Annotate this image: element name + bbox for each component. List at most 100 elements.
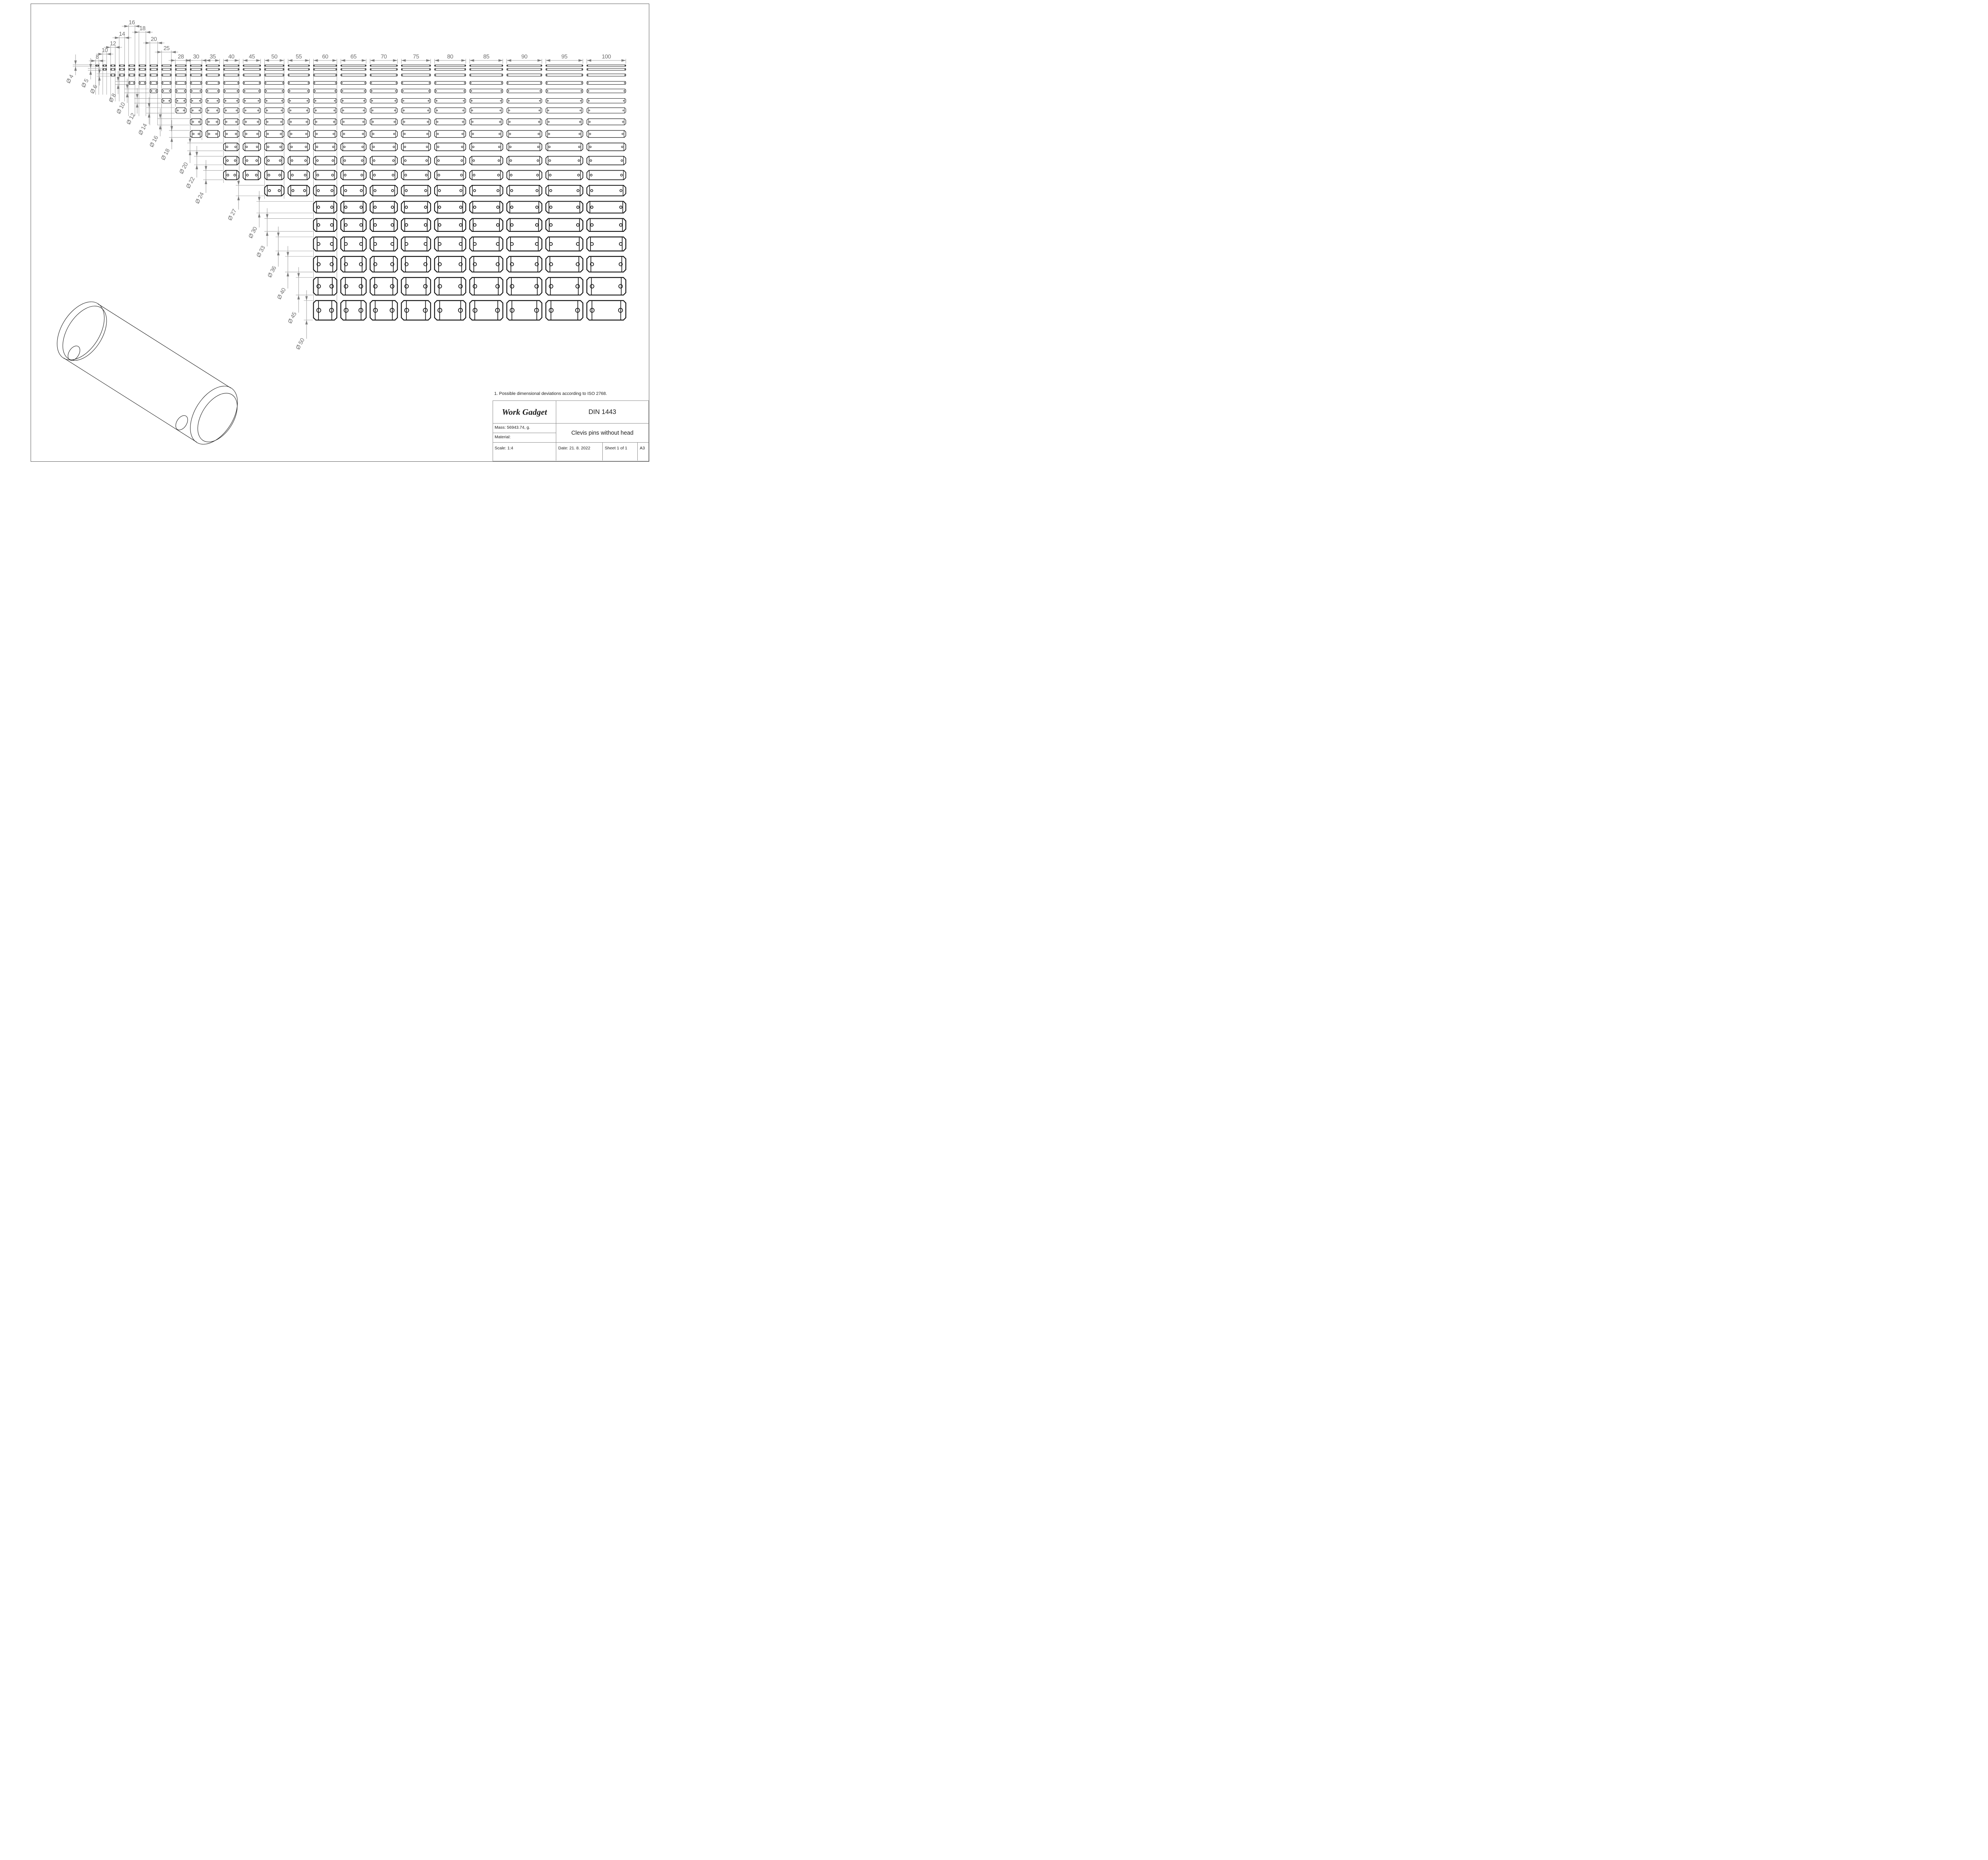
clevis-pin: [469, 130, 503, 138]
split-pin-hole: [192, 100, 193, 101]
clevis-pin: [243, 142, 261, 151]
split-pin-hole: [120, 74, 121, 76]
clevis-pin: [313, 256, 338, 273]
clevis-pin: [546, 89, 583, 93]
dia-dim-label: Ø 33: [255, 245, 266, 258]
split-pin-hole: [535, 206, 539, 209]
split-pin-hole: [151, 82, 152, 84]
split-pin-hole: [144, 74, 146, 76]
split-pin-hole: [459, 223, 463, 227]
split-pin-hole: [267, 159, 270, 162]
iso-split-pin-hole-rear: [68, 346, 80, 361]
split-pin-hole: [508, 82, 509, 84]
dim-arrow: [91, 59, 96, 62]
clevis-pin: [370, 98, 398, 103]
dim-arrow: [145, 41, 150, 45]
iso-front-rim: [190, 386, 238, 445]
split-pin-hole: [177, 100, 179, 101]
split-pin-hole: [224, 69, 225, 70]
dia-dim-label: Ø 20: [178, 161, 189, 175]
clevis-pin: [161, 98, 172, 103]
clevis-pin: [507, 107, 542, 114]
split-pin-hole: [509, 159, 512, 162]
clevis-pin: [243, 81, 261, 85]
split-pin-hole: [404, 174, 407, 177]
split-pin-hole: [423, 284, 428, 289]
split-pin-hole: [176, 69, 177, 70]
split-pin-hole: [225, 100, 227, 101]
clevis-pin: [287, 74, 310, 77]
split-pin-hole: [330, 262, 334, 266]
split-pin-hole: [464, 65, 466, 66]
dim-arrow: [116, 84, 120, 89]
iso-silhouette-bottom: [63, 358, 197, 443]
clevis-pin: [243, 64, 261, 67]
split-pin-hole: [499, 109, 501, 111]
split-pin-hole: [314, 65, 315, 66]
clevis-pin: [369, 185, 398, 196]
split-pin-hole: [619, 242, 623, 246]
clevis-pin: [287, 156, 310, 165]
clevis-pin: [138, 64, 146, 67]
clevis-pin: [434, 89, 466, 93]
clevis-pin: [507, 98, 542, 103]
split-pin-hole: [225, 121, 227, 123]
split-pin-hole: [510, 262, 514, 266]
split-pin-hole: [394, 121, 396, 123]
split-pin-hole: [373, 174, 376, 177]
clevis-pin: [340, 68, 367, 71]
split-pin-hole: [510, 174, 513, 177]
clevis-pin: [287, 81, 310, 85]
split-pin-hole: [362, 133, 364, 135]
clevis-pin: [545, 256, 584, 273]
clevis-pin: [161, 74, 172, 77]
clevis-pin: [243, 89, 261, 93]
clevis-pin: [313, 64, 337, 67]
split-pin-hole: [206, 69, 208, 70]
split-pin-hole: [392, 159, 395, 162]
split-pin-hole: [105, 65, 107, 66]
clevis-pin: [264, 142, 285, 151]
clevis-pin: [401, 185, 431, 196]
dim-arrow: [297, 295, 300, 299]
split-pin-hole: [200, 69, 202, 70]
dim-arrow: [74, 66, 77, 71]
dim-arrow: [434, 59, 439, 62]
clevis-pin: [369, 201, 398, 214]
split-pin-hole: [332, 133, 335, 135]
dim-arrow: [98, 76, 101, 81]
clevis-pin: [175, 64, 186, 67]
clevis-pin: [175, 107, 186, 114]
clevis-pin: [223, 68, 239, 71]
split-pin-hole: [588, 100, 590, 101]
clevis-pin: [223, 156, 240, 165]
clevis-pin: [507, 89, 542, 93]
split-pin-hole: [134, 65, 135, 66]
clevis-pin: [264, 74, 284, 77]
dia-dim-label: Ø 40: [276, 287, 287, 301]
clevis-pin: [506, 170, 542, 180]
clevis-pin: [243, 130, 261, 138]
clevis-pin: [401, 107, 431, 114]
dim-arrow: [223, 59, 228, 62]
split-pin-hole: [314, 74, 315, 76]
clevis-pin: [313, 201, 338, 214]
dim-arrow: [98, 52, 103, 56]
split-pin-hole: [184, 69, 186, 70]
split-pin-hole: [257, 121, 259, 123]
dim-arrow: [136, 103, 139, 108]
split-pin-hole: [283, 65, 284, 66]
split-pin-hole: [208, 109, 210, 111]
dim-arrow: [157, 41, 162, 45]
dia-dim-label: Ø 10: [115, 101, 126, 115]
split-pin-hole: [334, 109, 335, 111]
split-pin-hole: [429, 74, 430, 76]
dim-arrow: [89, 70, 92, 75]
split-pin-hole: [237, 74, 239, 76]
dim-arrow: [401, 59, 406, 62]
split-pin-hole: [509, 133, 511, 135]
split-pin-hole: [129, 65, 130, 66]
clevis-pin: [434, 118, 466, 125]
dia-dim-label: Ø 50: [295, 337, 306, 351]
clevis-pin: [507, 130, 542, 138]
